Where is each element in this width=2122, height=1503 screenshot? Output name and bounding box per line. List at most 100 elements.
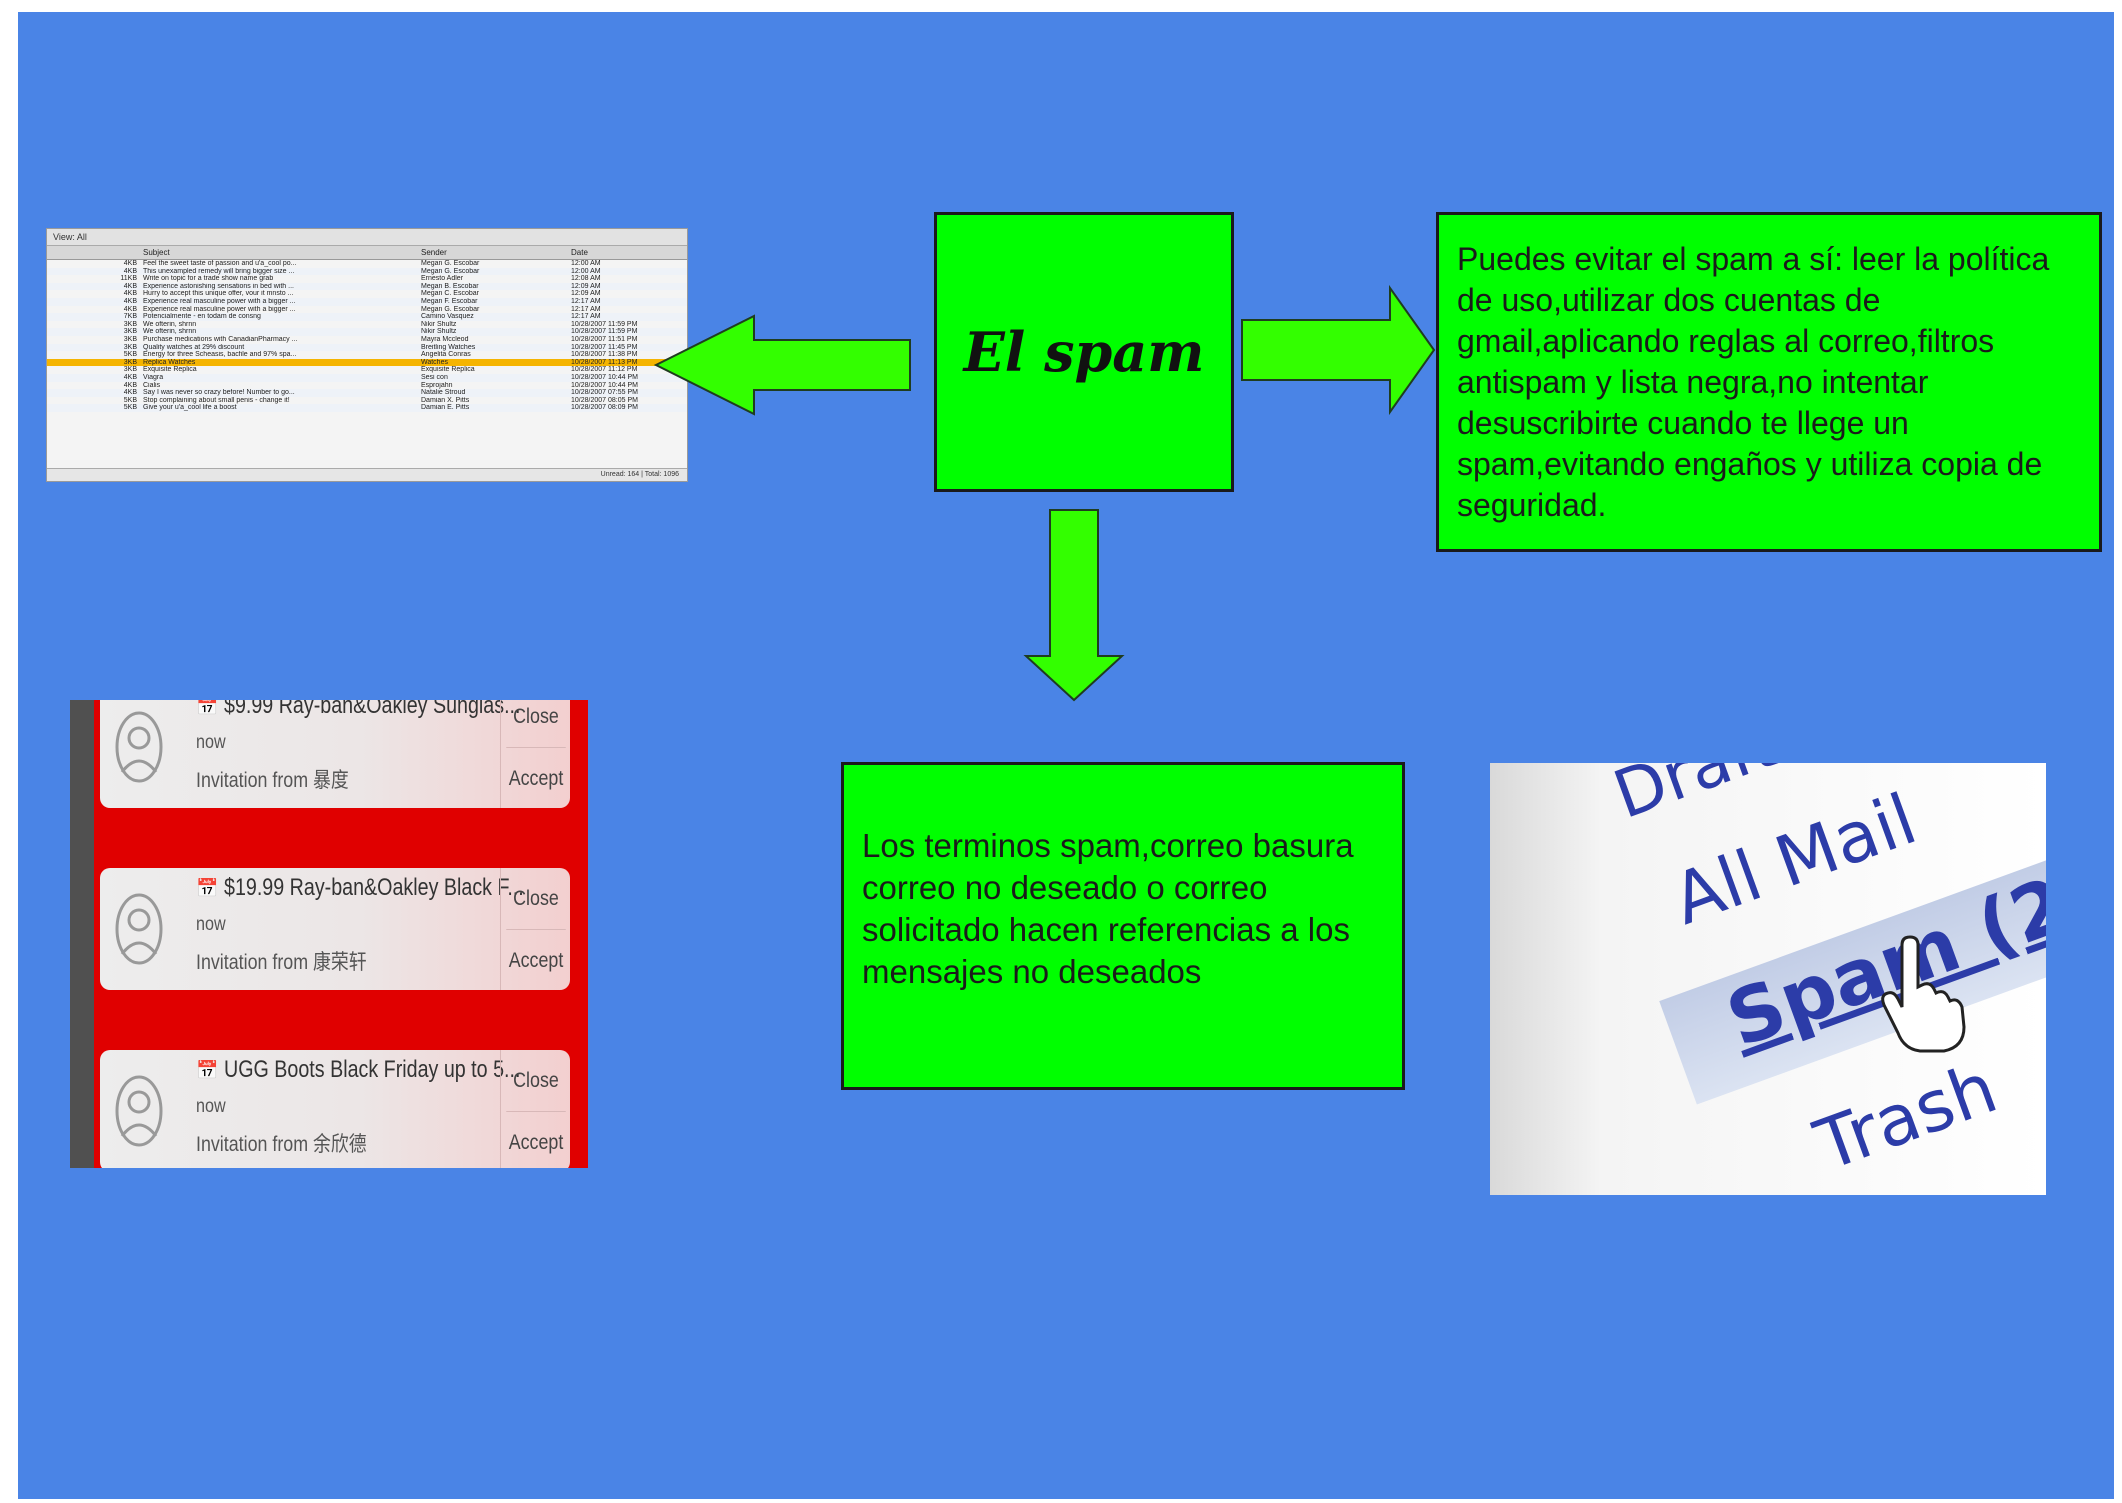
mail-sender: Exquisite Replica (421, 366, 475, 374)
mail-subject: Stop complaining about small penis - cha… (143, 396, 290, 404)
spam-folder-photo: Drafts All Mail Spam (254) Trash (1490, 763, 2046, 1195)
mail-size: 4KB (123, 290, 137, 298)
mail-col-sender: Sender (421, 248, 447, 257)
avatar (115, 893, 163, 965)
mail-row[interactable]: 11KB Write on topic for a trade show name… (47, 275, 687, 283)
mail-date: 12:17 AM (571, 305, 601, 313)
mail-sender: Megan G. Escobar (421, 305, 480, 313)
accept-button[interactable]: Accept (506, 929, 566, 990)
definition-box: Los terminos spam,correo basura correo n… (841, 762, 1405, 1090)
title-box: El spam (934, 212, 1234, 492)
notification-card: 📅 UGG Boots Black Friday up to 5... now … (100, 1050, 570, 1168)
mail-row[interactable]: 7KB Potencialmente - en todam de consng Ca… (47, 313, 687, 321)
mail-row[interactable]: 3KB Exquisite Replica Exquisite Replica 10/… (47, 366, 687, 374)
mail-date: 10/28/2007 11:59 PM (571, 320, 638, 328)
mail-subject: Hurry to accept this unique offer, vour … (143, 290, 294, 298)
notification-sender: Invitation from 康荣轩 (196, 951, 367, 974)
mail-sender: Mayra Mccleod (421, 335, 469, 343)
mail-sender: Nikir Shultz (421, 328, 457, 336)
mail-date: 10/28/2007 11:51 PM (571, 335, 638, 343)
notification-title: $9.99 Ray-ban&Oakley Sunglas... (224, 700, 521, 719)
mail-size: 3KB (123, 358, 137, 366)
avatar (115, 1075, 163, 1147)
close-button[interactable]: Close (513, 1068, 559, 1092)
mail-date: 12:00 AM (571, 267, 601, 275)
mail-sender: Megan B. Escobar (421, 282, 479, 290)
mail-sender: Megan C. Escobar (421, 290, 479, 298)
mail-date: 10/28/2007 07:55 PM (571, 389, 638, 397)
folder-trash[interactable]: Trash (1805, 1046, 2008, 1187)
mail-sender: Megan G. Escobar (421, 267, 480, 275)
notification-time: now (196, 1096, 226, 1117)
tips-text: Puedes evitar el spam a sí: leer la polí… (1457, 241, 2050, 523)
mail-size: 3KB (123, 328, 137, 336)
mail-subject: Energy for three Scheasis, bacfile and 9… (143, 351, 297, 359)
mail-row[interactable]: 4KB Hurry to accept this unique offer, vo… (47, 290, 687, 298)
mail-size: 3KB (123, 366, 137, 374)
mail-subject: Write on topic for a trade show name gra… (143, 275, 274, 283)
mail-size: 11KB (120, 275, 137, 283)
close-button[interactable]: Close (513, 704, 559, 728)
mail-size: 3KB (123, 335, 137, 343)
tips-box: Puedes evitar el spam a sí: leer la polí… (1436, 212, 2102, 552)
diagram-title: El spam (963, 320, 1205, 384)
notification-actions: Close Accept (500, 1050, 570, 1168)
mail-subject: Experience real masculine power with a b… (143, 297, 296, 305)
close-button[interactable]: Close (513, 886, 559, 910)
mail-subject: Potencialmente - en todam de consng (143, 313, 261, 321)
mail-date: 12:09 AM (571, 282, 601, 290)
mail-sender: Camino Vasquez (421, 313, 474, 321)
notification-title: UGG Boots Black Friday up to 5... (224, 1056, 521, 1083)
notification-actions: Close Accept (500, 868, 570, 990)
mail-subject: Exquisite Replica (143, 366, 197, 374)
mail-sender: Ernesto Adler (421, 275, 464, 283)
accept-button[interactable]: Accept (506, 747, 566, 808)
mail-date: 10/28/2007 10:44 PM (571, 381, 638, 389)
mail-sender: Megan G. Escobar (421, 260, 480, 267)
mail-date: 10/28/2007 08:05 PM (571, 396, 638, 404)
mail-row[interactable]: 4KB Experience real masculine power with … (47, 306, 687, 314)
mail-size: 4KB (123, 282, 137, 290)
mail-date: 12:09 AM (571, 290, 601, 298)
mail-status-bar: Unread: 164 | Total: 1096 (47, 468, 687, 481)
mail-size: 4KB (123, 267, 137, 275)
notification-title: $19.99 Ray-ban&Oakley Black F... (224, 874, 524, 901)
calendar-icon: 📅 (196, 1060, 219, 1080)
mail-date: 10/28/2007 08:09 PM (571, 404, 638, 412)
hand-cursor-icon (1881, 935, 1966, 1053)
mail-size: 4KB (123, 305, 137, 313)
mail-size: 7KB (123, 313, 137, 321)
mail-subject: Experience real masculine power with a b… (143, 305, 296, 313)
mail-date: 10/28/2007 11:12 PM (571, 366, 638, 374)
notification-actions: Close Accept (500, 700, 570, 808)
mail-column-headers: Subject Sender Date (47, 246, 687, 260)
mail-sender: Watches (421, 358, 448, 366)
notification-card: 📅 $19.99 Ray-ban&Oakley Black F... now I… (100, 868, 570, 990)
mail-sender: Breitling Watches (421, 343, 476, 351)
mail-date: 12:00 AM (571, 260, 601, 267)
calendar-icon: 📅 (196, 700, 219, 716)
notification-card: 📅 $9.99 Ray-ban&Oakley Sunglas... now In… (100, 700, 570, 808)
mail-size: 4KB (123, 381, 137, 389)
mail-sender: Esprojahn (421, 381, 453, 389)
mail-sender: Sesi con (421, 373, 448, 381)
mail-subject: Viagra (143, 373, 164, 381)
mail-subject: We ofterin, shrnn (143, 328, 197, 336)
accept-button[interactable]: Accept (506, 1111, 566, 1168)
